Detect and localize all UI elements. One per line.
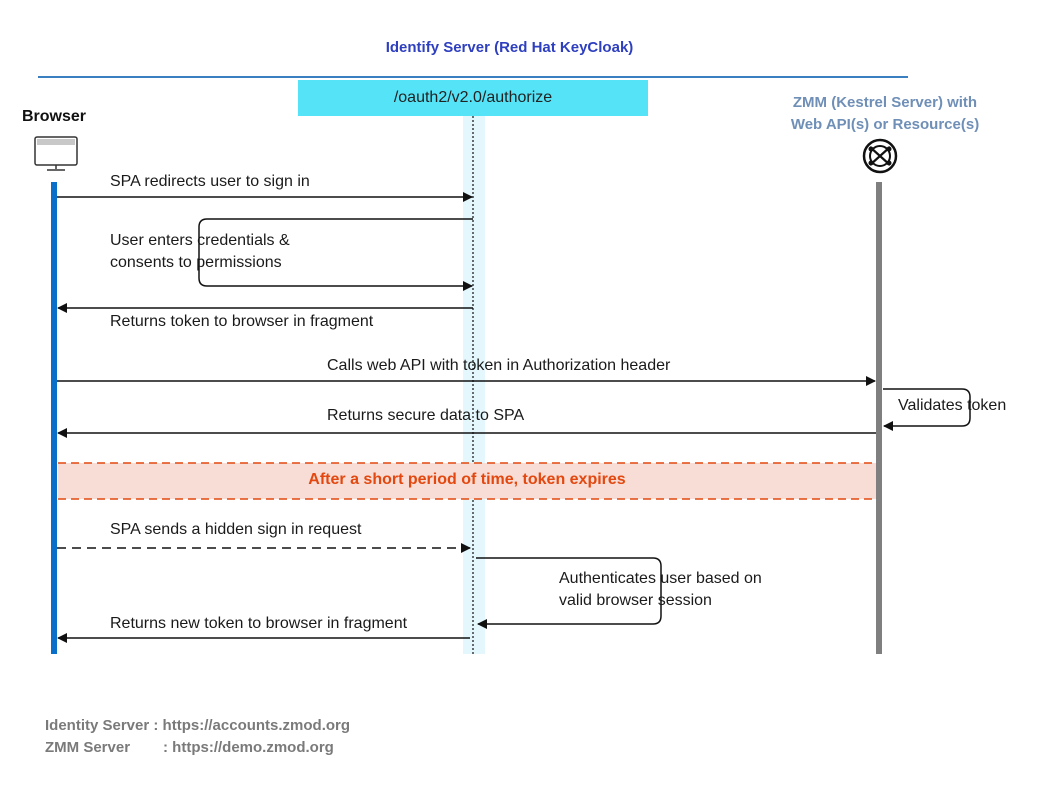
expiry-banner	[58, 463, 876, 499]
footer-identity-label: Identity Server	[45, 717, 150, 734]
message-hidden-sign-in: SPA sends a hidden sign in request	[110, 521, 362, 538]
server-label-line1: ZMM (Kestrel Server) with	[792, 94, 978, 111]
arrow-user-credentials-loop	[198, 218, 473, 291]
footer-identity-server: Identity Server : https://accounts.zmod.…	[45, 717, 350, 734]
message-validates-token: Validates token	[898, 397, 1007, 414]
message-user-credentials-line2: consents to permissions	[110, 254, 282, 271]
diagram-title: Identify Server (Red Hat KeyCloak)	[385, 39, 634, 56]
message-calls-web-api: Calls web API with token in Authorizatio…	[327, 357, 671, 374]
footer-zmm-url: : https://demo.zmod.org	[163, 739, 334, 756]
web-api-globe-icon	[862, 138, 898, 174]
message-returns-token: Returns token to browser in fragment	[110, 313, 374, 330]
message-authenticates-line1: Authenticates user based on	[559, 570, 762, 587]
footer-identity-url: : https://accounts.zmod.org	[153, 717, 351, 734]
message-returns-new-token: Returns new token to browser in fragment	[110, 615, 408, 632]
message-redirect-sign-in: SPA redirects user to sign in	[110, 173, 310, 190]
server-label-line2: Web API(s) or Resource(s)	[790, 116, 980, 133]
message-user-credentials-line1: User enters credentials &	[110, 232, 290, 249]
message-returns-secure-data: Returns secure data to SPA	[327, 407, 525, 424]
arrow-validates-token-loop	[883, 388, 971, 431]
browser-participant-label: Browser	[22, 108, 87, 125]
arrow-authenticates-loop	[476, 557, 662, 629]
footer-zmm-label: ZMM Server	[45, 739, 131, 756]
message-authenticates-line2: valid browser session	[559, 592, 712, 609]
server-participant-label: ZMM (Kestrel Server) with Web API(s) or …	[770, 92, 1000, 136]
expiry-banner-text: After a short period of time, token expi…	[308, 471, 626, 488]
monitor-icon	[34, 136, 78, 171]
identity-server-lifeline-band	[463, 116, 485, 654]
footer-zmm-server: ZMM Server : https://demo.zmod.org	[45, 739, 334, 756]
endpoint-label: /oauth2/v2.0/authorize	[298, 80, 648, 116]
